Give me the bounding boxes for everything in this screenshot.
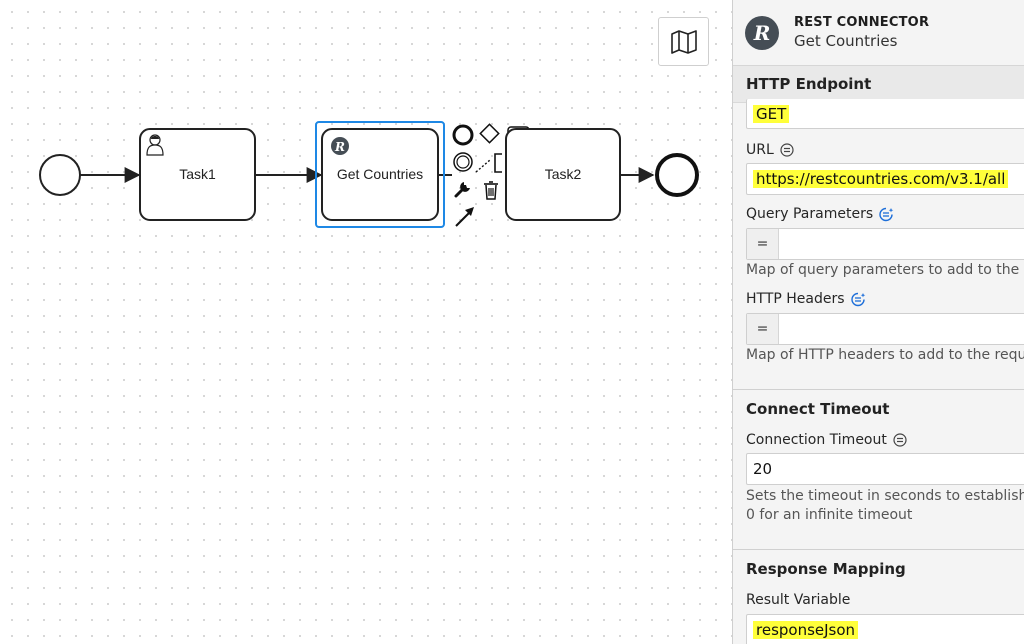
feel-prefix: = bbox=[747, 229, 779, 259]
group-title: HTTP Endpoint bbox=[746, 75, 872, 93]
query-parameters-label: Query Parameters bbox=[733, 203, 894, 225]
end-event[interactable] bbox=[655, 153, 699, 197]
task-get-countries[interactable] bbox=[321, 128, 439, 221]
group-title: Connect Timeout bbox=[746, 400, 890, 418]
connection-timeout-label: Connection Timeout bbox=[733, 429, 907, 451]
append-text-annotation-icon[interactable] bbox=[475, 153, 502, 173]
query-parameters-input[interactable]: = bbox=[746, 228, 1024, 260]
feel-prefix: = bbox=[747, 314, 779, 344]
query-parameters-description: Map of query parameters to add to the re… bbox=[746, 262, 1024, 278]
result-variable-label: Result Variable bbox=[733, 589, 850, 611]
task-task1[interactable] bbox=[139, 128, 256, 221]
feel-required-icon[interactable] bbox=[850, 292, 866, 307]
connection-timeout-label-text: Connection Timeout bbox=[746, 432, 887, 448]
user-icon bbox=[146, 134, 164, 156]
http-headers-description: Map of HTTP headers to add to the reques bbox=[746, 347, 1024, 363]
rest-connector-icon: R bbox=[745, 15, 779, 50]
group-separator bbox=[733, 389, 1024, 390]
feel-optional-icon[interactable] bbox=[893, 433, 907, 447]
http-headers-label: HTTP Headers bbox=[733, 288, 866, 310]
connection-timeout-input[interactable]: 20 bbox=[746, 453, 1024, 485]
panel-header: R REST CONNECTOR Get Countries bbox=[733, 0, 1024, 66]
group-header-http-endpoint[interactable]: HTTP Endpoint bbox=[733, 66, 1024, 103]
feel-required-icon[interactable] bbox=[879, 207, 894, 222]
group-title: Response Mapping bbox=[746, 560, 906, 578]
element-name: Get Countries bbox=[794, 32, 898, 50]
trash-icon[interactable] bbox=[484, 181, 498, 200]
description-line: 0 for an infinite timeout bbox=[746, 507, 913, 523]
group-header-response-mapping[interactable]: Response Mapping bbox=[733, 558, 906, 580]
minimap-toggle-button[interactable] bbox=[658, 17, 709, 66]
properties-panel: R REST CONNECTOR Get Countries HTTP Endp… bbox=[732, 0, 1024, 644]
task-task2[interactable] bbox=[505, 128, 621, 221]
context-pad bbox=[452, 123, 530, 227]
connect-arrow-icon[interactable] bbox=[455, 207, 474, 227]
start-event[interactable] bbox=[39, 154, 81, 196]
connection-timeout-value: 20 bbox=[753, 460, 773, 478]
task-label: Task2 bbox=[544, 166, 582, 182]
task-label: Task1 bbox=[179, 166, 216, 182]
svg-text:R: R bbox=[334, 140, 345, 154]
element-type: REST CONNECTOR bbox=[794, 15, 930, 30]
result-variable-value: responseJson bbox=[753, 621, 859, 639]
connection-timeout-description: Sets the timeout in seconds to establish… bbox=[733, 487, 1024, 525]
method-value: GET bbox=[753, 104, 790, 123]
result-variable-input[interactable]: responseJson bbox=[746, 614, 1024, 644]
method-select[interactable]: GET bbox=[746, 99, 1024, 129]
result-variable-label-text: Result Variable bbox=[746, 592, 851, 608]
feel-optional-icon[interactable] bbox=[780, 143, 794, 157]
url-label-text: URL bbox=[746, 142, 774, 158]
bpmn-diagram: R bbox=[39, 121, 699, 228]
http-headers-label-text: HTTP Headers bbox=[746, 291, 845, 307]
append-intermediate-event-icon[interactable] bbox=[453, 152, 473, 172]
group-separator bbox=[733, 549, 1024, 550]
append-end-event-icon[interactable] bbox=[452, 124, 474, 146]
task-label: Get Countries bbox=[336, 166, 424, 182]
url-value: https://restcountries.com/v3.1/all bbox=[753, 170, 1009, 188]
append-gateway-icon[interactable] bbox=[479, 123, 500, 144]
rest-connector-icon: R bbox=[331, 137, 349, 155]
description-line: Sets the timeout in seconds to establish… bbox=[746, 488, 1024, 504]
selection-outline bbox=[315, 121, 445, 228]
group-header-connect-timeout[interactable]: Connect Timeout bbox=[733, 398, 889, 420]
url-input[interactable]: https://restcountries.com/v3.1/all bbox=[746, 163, 1024, 195]
map-icon bbox=[670, 29, 697, 54]
bpmn-canvas[interactable]: R bbox=[0, 0, 732, 644]
query-parameters-label-text: Query Parameters bbox=[746, 206, 874, 222]
http-headers-input[interactable]: = bbox=[746, 313, 1024, 345]
wrench-icon[interactable] bbox=[454, 182, 470, 198]
url-label: URL bbox=[733, 139, 794, 161]
